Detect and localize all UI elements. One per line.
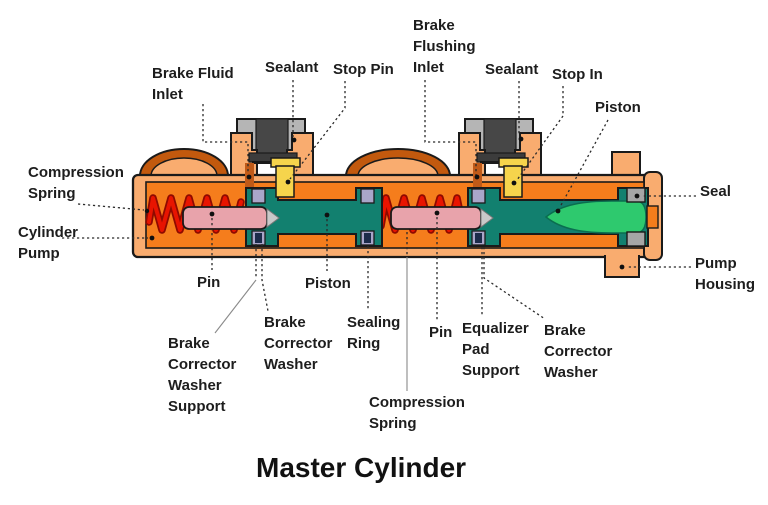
label-sealant-right: Sealant (485, 61, 539, 78)
dome-left (138, 148, 230, 177)
stop-pin-left (270, 157, 301, 198)
label-stop-in: Stop In (552, 66, 603, 83)
label-compression-spring-left: Compression Spring (28, 164, 124, 202)
piston-return-cone (544, 200, 647, 234)
outlet-port (646, 205, 659, 229)
label-equalizer-pad-support: Equalizer Pad Support (462, 320, 529, 379)
label-pin-left: Pin (197, 274, 221, 291)
label-brake-fluid-inlet: Brake Fluid Inlet (152, 65, 234, 103)
label-stop-pin: Stop Pin (333, 61, 394, 78)
washer-pin (255, 233, 262, 243)
label-sealant-left: Sealant (265, 59, 319, 76)
piston-rod-2 (390, 206, 494, 230)
label-pin-right: Pin (429, 324, 453, 341)
washer-pin (364, 233, 371, 243)
sealant-plug-right (483, 118, 517, 158)
label-seal: Seal (700, 183, 731, 200)
leader-dots (144, 136, 640, 270)
label-brake-flushing-inlet: Brake Flushing Inlet (413, 17, 476, 76)
piston-rod-1 (182, 206, 280, 230)
label-brake-corrector-washer-right: Brake Corrector Washer (544, 322, 613, 381)
label-pump-housing: Pump Housing (695, 255, 755, 293)
label-brake-corrector-washer-mid: Brake Corrector Washer (264, 314, 333, 373)
seal-bottom (626, 231, 646, 247)
piston-1 (245, 187, 383, 247)
label-piston-bottom: Piston (305, 275, 351, 292)
label-sealing-ring: Sealing Ring (347, 314, 401, 352)
label-brake-corrector-washer-support: Brake Corrector Washer Support (168, 335, 237, 415)
washer-pin (475, 233, 482, 243)
leader-lines (62, 80, 696, 391)
label-piston-top: Piston (595, 99, 641, 116)
diagram-title: Master Cylinder (256, 452, 467, 483)
label-compression-spring-bottom: Compression Spring (369, 394, 465, 432)
label-cylinder-pump: Cylinder Pump (18, 224, 79, 262)
dome-right (344, 148, 452, 177)
sealant-plug-left (255, 118, 289, 158)
corrector-washers (251, 188, 486, 246)
